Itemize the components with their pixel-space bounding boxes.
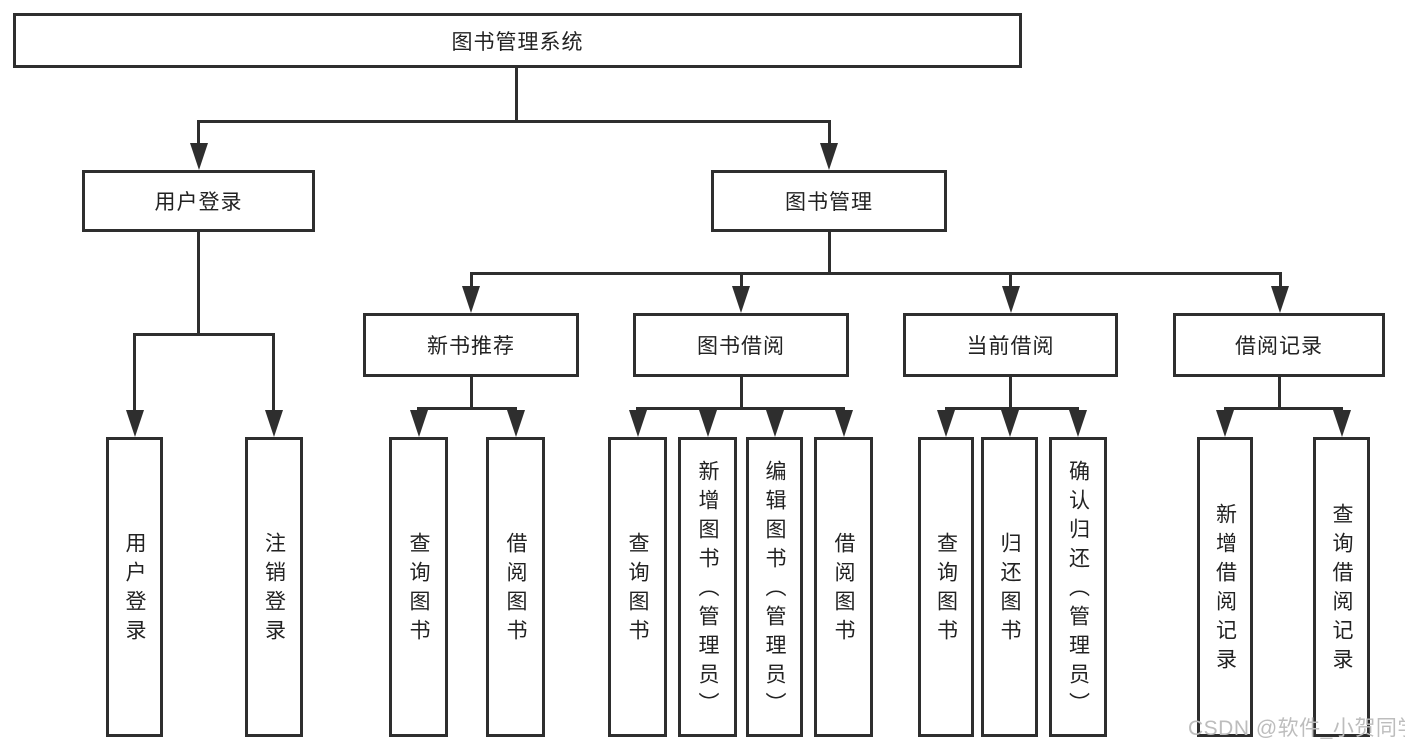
arrowhead-down-icon — [1216, 410, 1234, 437]
leaf-query-books-current: 查询图书 — [918, 437, 974, 737]
arrowhead-down-icon — [937, 410, 955, 437]
arrowhead-down-icon — [1333, 410, 1351, 437]
connector-line — [740, 377, 743, 407]
connector-line — [470, 272, 473, 288]
arrowhead-down-icon — [699, 410, 717, 437]
leaf-add-borrow-record: 新增借阅记录 — [1197, 437, 1253, 737]
connector-line — [272, 333, 275, 413]
leaf-user-login: 用户登录 — [106, 437, 163, 737]
connector-line — [740, 272, 743, 288]
arrowhead-down-icon — [629, 410, 647, 437]
arrowhead-down-icon — [1001, 410, 1019, 437]
connector-line — [828, 232, 831, 272]
node-new-book-recommend: 新书推荐 — [363, 313, 579, 377]
leaf-query-books-borrowing: 查询图书 — [608, 437, 667, 737]
leaf-query-borrow-record: 查询借阅记录 — [1313, 437, 1370, 737]
connector-line — [1009, 272, 1012, 288]
connector-line — [470, 377, 473, 407]
connector-line — [133, 333, 275, 336]
arrowhead-down-icon — [507, 410, 525, 437]
connector-line — [945, 407, 1079, 410]
leaf-edit-books-admin: 编辑图书（管理员） — [746, 437, 803, 737]
node-root-library-system: 图书管理系统 — [13, 13, 1022, 68]
connector-line — [470, 272, 1281, 275]
node-book-borrowing: 图书借阅 — [633, 313, 849, 377]
arrowhead-down-icon — [462, 286, 480, 313]
arrowhead-down-icon — [1069, 410, 1087, 437]
leaf-logout: 注销登录 — [245, 437, 303, 737]
connector-line — [1279, 272, 1282, 288]
connector-line — [515, 68, 518, 120]
connector-line — [197, 232, 200, 333]
leaf-add-books-admin: 新增图书（管理员） — [678, 437, 737, 737]
csdn-watermark: CSDN @软件_小贺同学 — [1188, 717, 1405, 740]
node-user-login: 用户登录 — [82, 170, 315, 232]
connector-line — [1009, 377, 1012, 407]
connector-line — [1224, 407, 1343, 410]
leaf-borrow-books: 借阅图书 — [814, 437, 873, 737]
connector-line — [417, 407, 517, 410]
connector-line — [197, 120, 831, 123]
leaf-query-books-recommend: 查询图书 — [389, 437, 448, 737]
leaf-confirm-return-admin: 确认归还（管理员） — [1049, 437, 1107, 737]
node-book-management: 图书管理 — [711, 170, 947, 232]
arrowhead-down-icon — [1271, 286, 1289, 313]
connector-line — [197, 120, 200, 146]
arrowhead-down-icon — [820, 143, 838, 170]
leaf-return-books: 归还图书 — [981, 437, 1038, 737]
arrowhead-down-icon — [766, 410, 784, 437]
connector-line — [133, 333, 136, 413]
connector-line — [636, 407, 845, 410]
connector-line — [1278, 377, 1281, 407]
node-borrowing-records: 借阅记录 — [1173, 313, 1385, 377]
arrowhead-down-icon — [126, 410, 144, 437]
node-current-borrowing: 当前借阅 — [903, 313, 1118, 377]
arrowhead-down-icon — [265, 410, 283, 437]
leaf-borrow-books-recommend: 借阅图书 — [486, 437, 545, 737]
arrowhead-down-icon — [732, 286, 750, 313]
arrowhead-down-icon — [1002, 286, 1020, 313]
arrowhead-down-icon — [410, 410, 428, 437]
connector-line — [828, 120, 831, 146]
arrowhead-down-icon — [835, 410, 853, 437]
arrowhead-down-icon — [190, 143, 208, 170]
